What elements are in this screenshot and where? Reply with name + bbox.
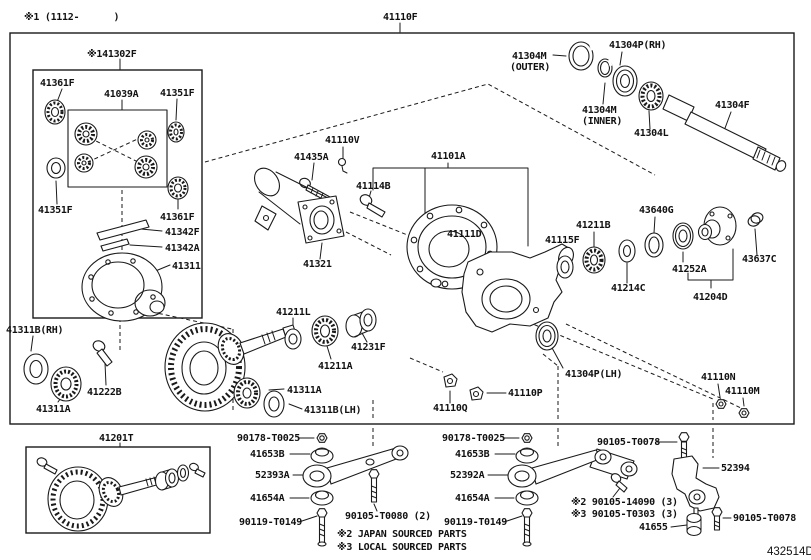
label-race-rh: 41311B(RH): [6, 325, 63, 336]
pinion-shaft-pin: [96, 219, 150, 241]
label-arm-r-nut: 90178-T0025: [442, 433, 505, 444]
axle-shaft-group-drawing: [568, 40, 787, 172]
label-pinion-bearing-rear: 41211A: [318, 361, 353, 372]
label-knuckle-bolt-bottom: 90105-T0078: [733, 513, 796, 524]
label-arm-l-bolt-long: 90119-T0149: [239, 517, 302, 528]
label-spider-kit: 41039A: [104, 89, 139, 100]
ring-gear-drawing: [164, 322, 296, 412]
revision-note: ※1 (1112- ): [24, 11, 119, 23]
arm-left-drawing: [302, 433, 409, 547]
label-pinion-bearing-front: 41311A: [287, 385, 322, 396]
label-arm-l-nut: 90178-T0025: [237, 433, 300, 444]
label-washer-left: 41351F: [38, 205, 73, 216]
label-snap-ring-outer-sub: (OUTER): [510, 62, 550, 73]
final-gear-kit-drawing: [36, 457, 206, 532]
label-clip-q: 41110Q: [433, 403, 468, 414]
leader-lines: [30, 22, 758, 528]
label-axle-bearing: 41304L: [634, 128, 669, 139]
label-arm-l: 52393A: [255, 470, 290, 481]
diff-case-drawing: [81, 252, 166, 322]
label-arm-r-cushion-lower: 41654A: [455, 493, 490, 504]
label-knuckle-bolt-top: 90105-T0078: [597, 437, 660, 448]
label-pin-long: 41342F: [165, 227, 200, 238]
extension-housing-drawing: [253, 157, 386, 244]
label-plug: 41111D: [447, 229, 482, 240]
bracket-lines: [372, 162, 734, 289]
figure-code: 432514D: [767, 546, 811, 558]
label-seal-in: 41115F: [545, 235, 580, 246]
label-knuckle-note3: ※3 90105-T0303 (3): [571, 508, 678, 520]
label-arm-r: 52392A: [450, 470, 485, 481]
label-clip-p: 41110P: [508, 388, 543, 399]
label-knuckle-body: 52394: [721, 463, 750, 474]
side-bearing-left-drawing: [23, 340, 113, 402]
drain-plug-drawing: [430, 278, 442, 288]
label-flange-bearing: 41211B: [576, 220, 611, 231]
label-nut-n: 41110N: [701, 372, 736, 383]
arm-right-drawing: [507, 433, 638, 547]
label-pin-short: 41342A: [165, 243, 200, 254]
label-axle-shaft: 41304F: [715, 100, 750, 111]
label-assembly: 41110F: [383, 12, 418, 23]
label-arm-l-cushion-upper: 41653B: [250, 449, 285, 460]
label-snap-ring-inner: 41304M: [582, 105, 617, 116]
label-bearing-top: 41361F: [40, 78, 75, 89]
label-arm-r-cushion-upper: 41653B: [455, 449, 490, 460]
label-knuckle-bushing: 41655: [639, 522, 668, 533]
label-tube-bolt: 41435A: [294, 152, 329, 163]
spider-kit-frame: [67, 109, 168, 188]
label-flange-washer: 41214C: [611, 283, 646, 294]
label-extension-tube: 41321: [303, 259, 332, 270]
breather-plug-drawing: [337, 157, 347, 167]
label-arm-l-cushion-lower: 41654A: [250, 493, 285, 504]
label-deflector: 43640G: [639, 205, 674, 216]
pinion-bearings-drawing: [233, 308, 377, 418]
label-pinion-spacer: 41231F: [351, 342, 386, 353]
label-lsd-box: ※141302F: [87, 48, 137, 60]
knuckle-drawing: [671, 432, 723, 537]
label-seal-lh: 41304P(LH): [565, 369, 622, 380]
label-carrier-assembly: 41101A: [431, 151, 466, 162]
label-race-lh: 41311B(LH): [304, 405, 361, 416]
label-knuckle-note2: ※2 90105-14090 (3): [571, 496, 678, 508]
label-final-gear-kit: 41201T: [99, 433, 134, 444]
label-gear-right: 41351F: [160, 88, 195, 99]
label-case-bolt: 41222B: [87, 387, 122, 398]
labels: ※1 (1112- ) 41110F 432514D ※141302F 4136…: [6, 11, 811, 558]
label-seal-rh: 41304P(RH): [609, 40, 666, 51]
legend-japan-sourced: ※2 JAPAN SOURCED PARTS: [337, 528, 467, 540]
final-gear-frame: [25, 446, 211, 534]
label-companion-flange: 41204D: [693, 292, 728, 303]
lsd-kit-drawing: [44, 99, 189, 322]
main-frame: [9, 32, 795, 425]
label-seal-out: 41252A: [672, 264, 707, 275]
label-flange-nut: 43637C: [742, 254, 777, 265]
label-breather: 41110V: [325, 135, 360, 146]
legend-local-sourced: ※3 LOCAL SOURCED PARTS: [337, 541, 467, 553]
seal-clips-drawing: [443, 321, 750, 418]
carrier-housing-drawing: [461, 243, 574, 333]
label-arm-r-bolt-long: 90119-T0149: [444, 517, 507, 528]
label-pinion-washer: 41211L: [276, 307, 311, 318]
label-snap-ring-inner-sub: (INNER): [582, 116, 622, 127]
straight-pin: [100, 238, 130, 252]
label-bearing-bottom: 41361F: [160, 212, 195, 223]
companion-flange-parts-drawing: [556, 206, 764, 279]
label-cover-bolt: 41114B: [356, 181, 391, 192]
label-snap-ring-outer: 41304M: [512, 51, 547, 62]
label-arm-l-bolt-side: 90105-T0080 (2): [345, 511, 431, 522]
label-nut-m: 41110M: [725, 386, 760, 397]
label-side-bearing-left: 41311A: [36, 404, 71, 415]
label-diff-case: 41311: [172, 261, 201, 272]
